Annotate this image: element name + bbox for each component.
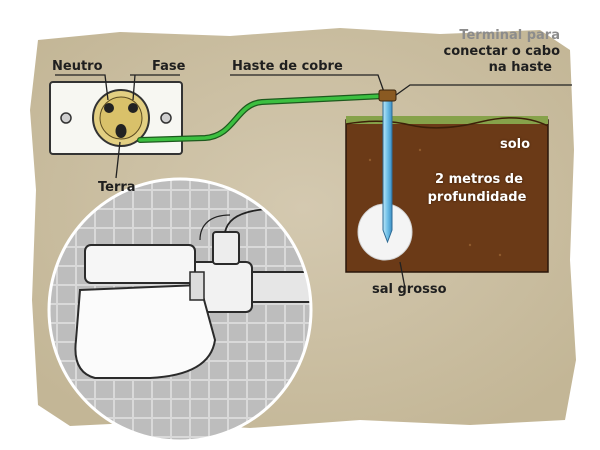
label-depth-line2: profundidade xyxy=(427,190,527,205)
label-terminal-line2: conectar o cabo xyxy=(443,44,560,59)
label-terminal-line3: na haste xyxy=(488,60,552,75)
label-depth-line1: 2 metros de xyxy=(435,172,523,187)
neutral-pin-icon xyxy=(104,103,114,113)
phase-pin-icon xyxy=(128,103,138,113)
label-haste-de-cobre: Haste de cobre xyxy=(232,59,343,74)
magnifier-circle xyxy=(47,177,313,443)
copper-rod xyxy=(382,91,393,244)
wall-outlet xyxy=(49,81,183,155)
label-neutro: Neutro xyxy=(52,59,103,74)
label-terra: Terra xyxy=(98,180,136,195)
label-terminal-line1: Terminal para xyxy=(459,28,560,43)
terminal-clamp xyxy=(378,89,397,102)
label-fase: Fase xyxy=(152,59,186,74)
ground-pin-icon xyxy=(115,124,127,138)
label-solo: solo xyxy=(500,137,531,152)
label-sal-grosso: sal grosso xyxy=(372,282,447,297)
